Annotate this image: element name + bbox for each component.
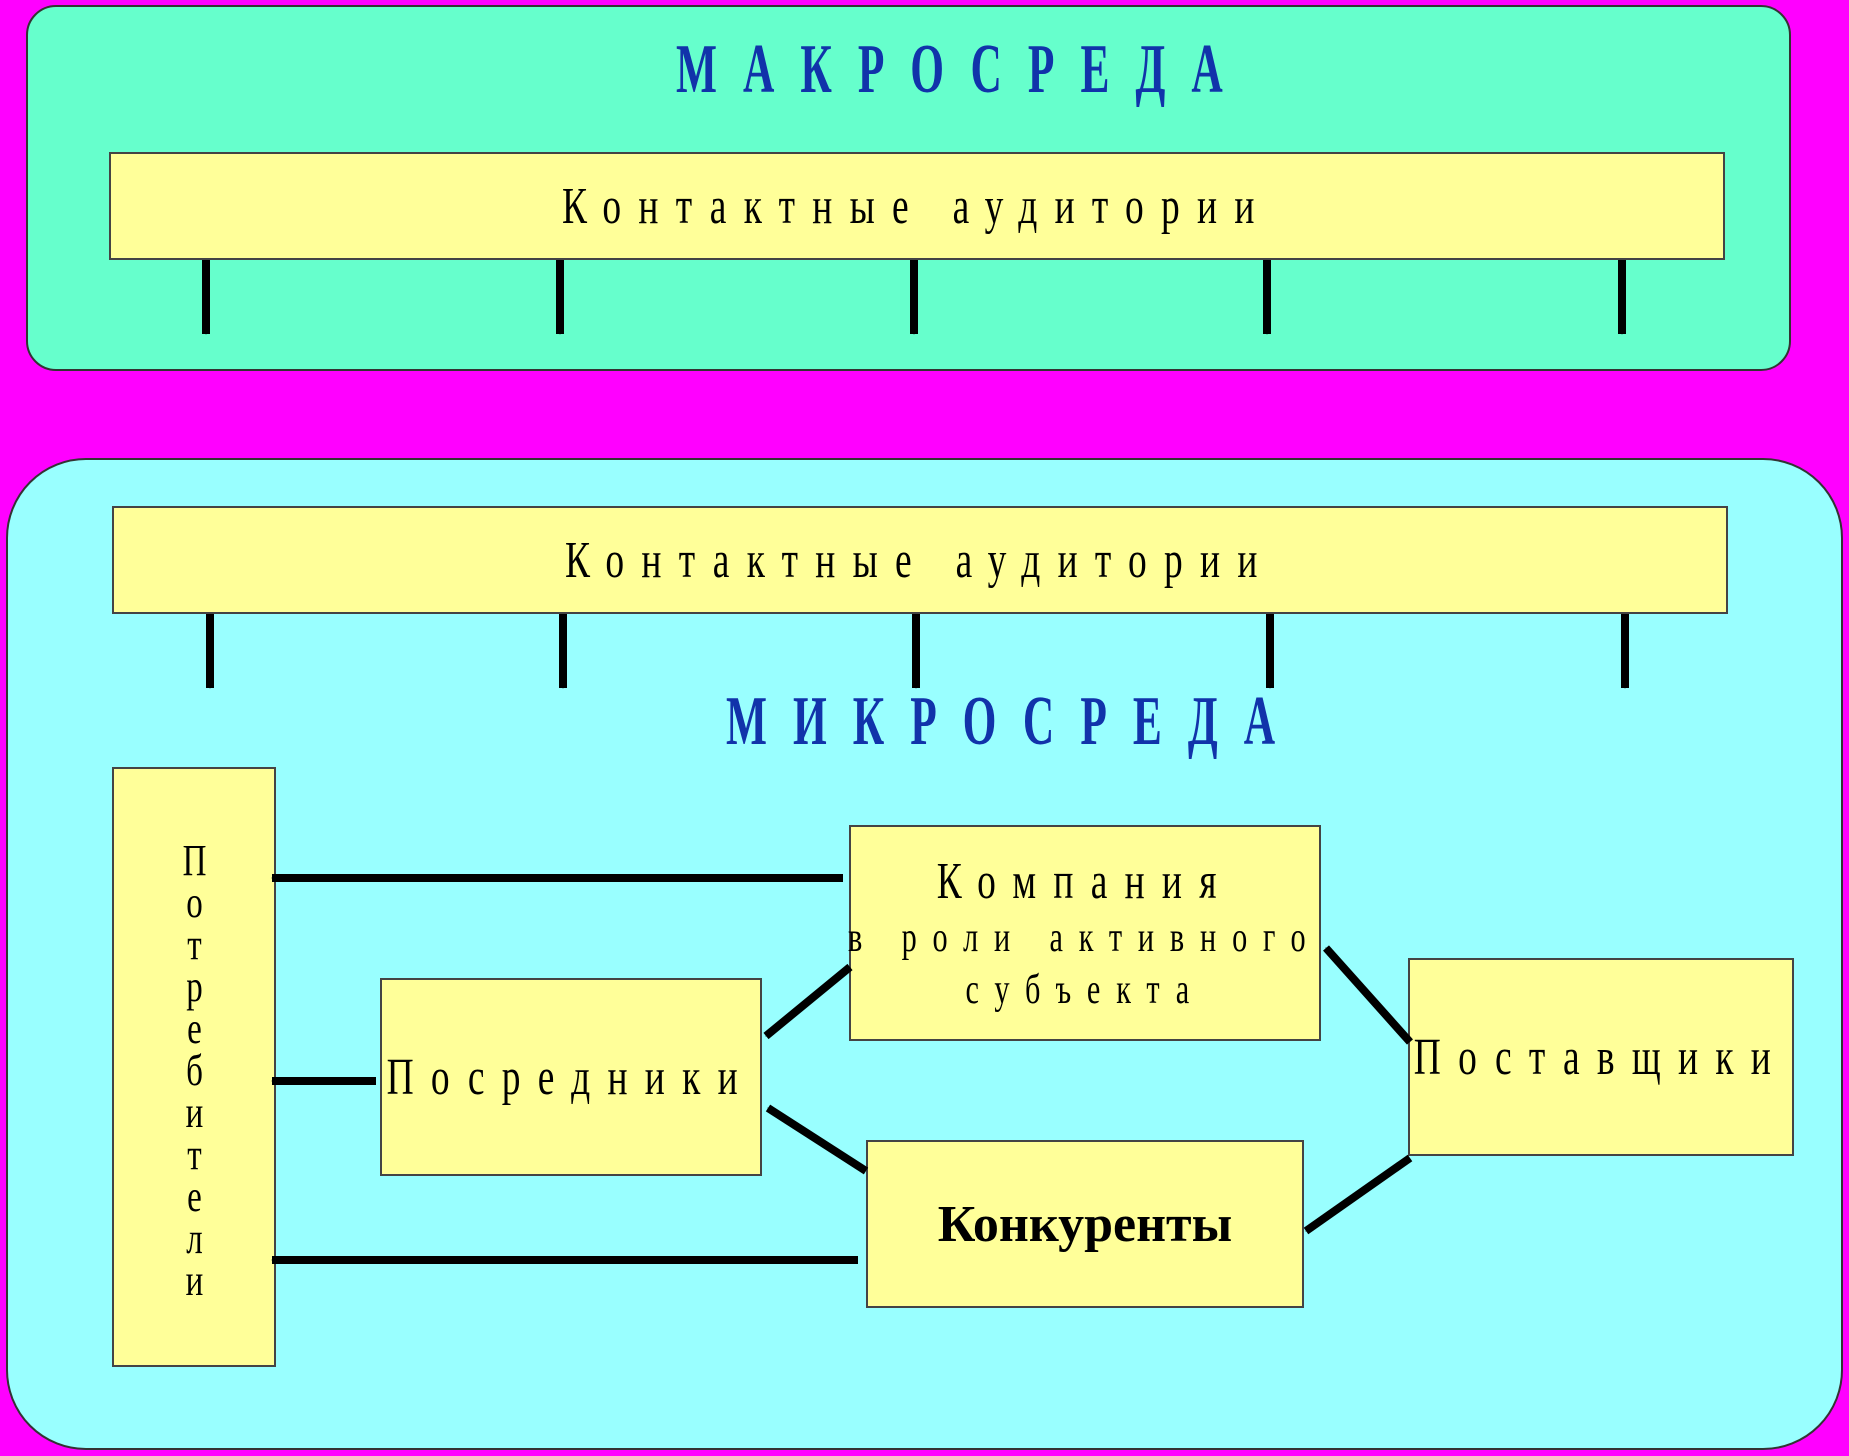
micro-flow-arrows xyxy=(271,874,1413,1264)
intermediaries-box: Посредники xyxy=(380,978,762,1176)
micro-down-arrows xyxy=(206,614,1629,689)
arrow-suppliers-to-competitors xyxy=(1303,1154,1413,1235)
macro-title: МАКРОСРЕДА xyxy=(676,31,1249,108)
intermediaries-label: Посредники xyxy=(386,1048,756,1106)
suppliers-label: Поставщики xyxy=(1413,1028,1789,1086)
consumers-box: Потребители xyxy=(112,767,276,1367)
arrow-competitors-to-intermediaries xyxy=(765,1104,869,1175)
suppliers-box: Поставщики xyxy=(1408,958,1794,1156)
macro-contact-audiences-label: Контактные аудитории xyxy=(562,177,1272,235)
arrow-company-to-intermediaries xyxy=(763,963,853,1040)
competitors-box: Конкуренты xyxy=(866,1140,1304,1308)
competitors-label: Конкуренты xyxy=(937,1195,1233,1253)
company-label-line1: Компания xyxy=(936,853,1234,911)
company-box: Компания в роли активного субъекта xyxy=(848,825,1322,1041)
micro-title: МИКРОСРЕДА xyxy=(726,683,1302,760)
macro-down-arrows xyxy=(202,260,1626,335)
macro-contact-audiences-box: Контактные аудитории xyxy=(109,152,1725,260)
micro-contact-audiences-label: Контактные аудитории xyxy=(565,531,1275,589)
company-label-line2: в роли активного xyxy=(848,915,1322,962)
company-label-line3: субъекта xyxy=(965,966,1205,1013)
arrow-suppliers-to-company xyxy=(1323,945,1413,1045)
consumers-label: Потребители xyxy=(175,836,213,1298)
micro-contact-audiences-box: Контактные аудитории xyxy=(112,506,1728,614)
